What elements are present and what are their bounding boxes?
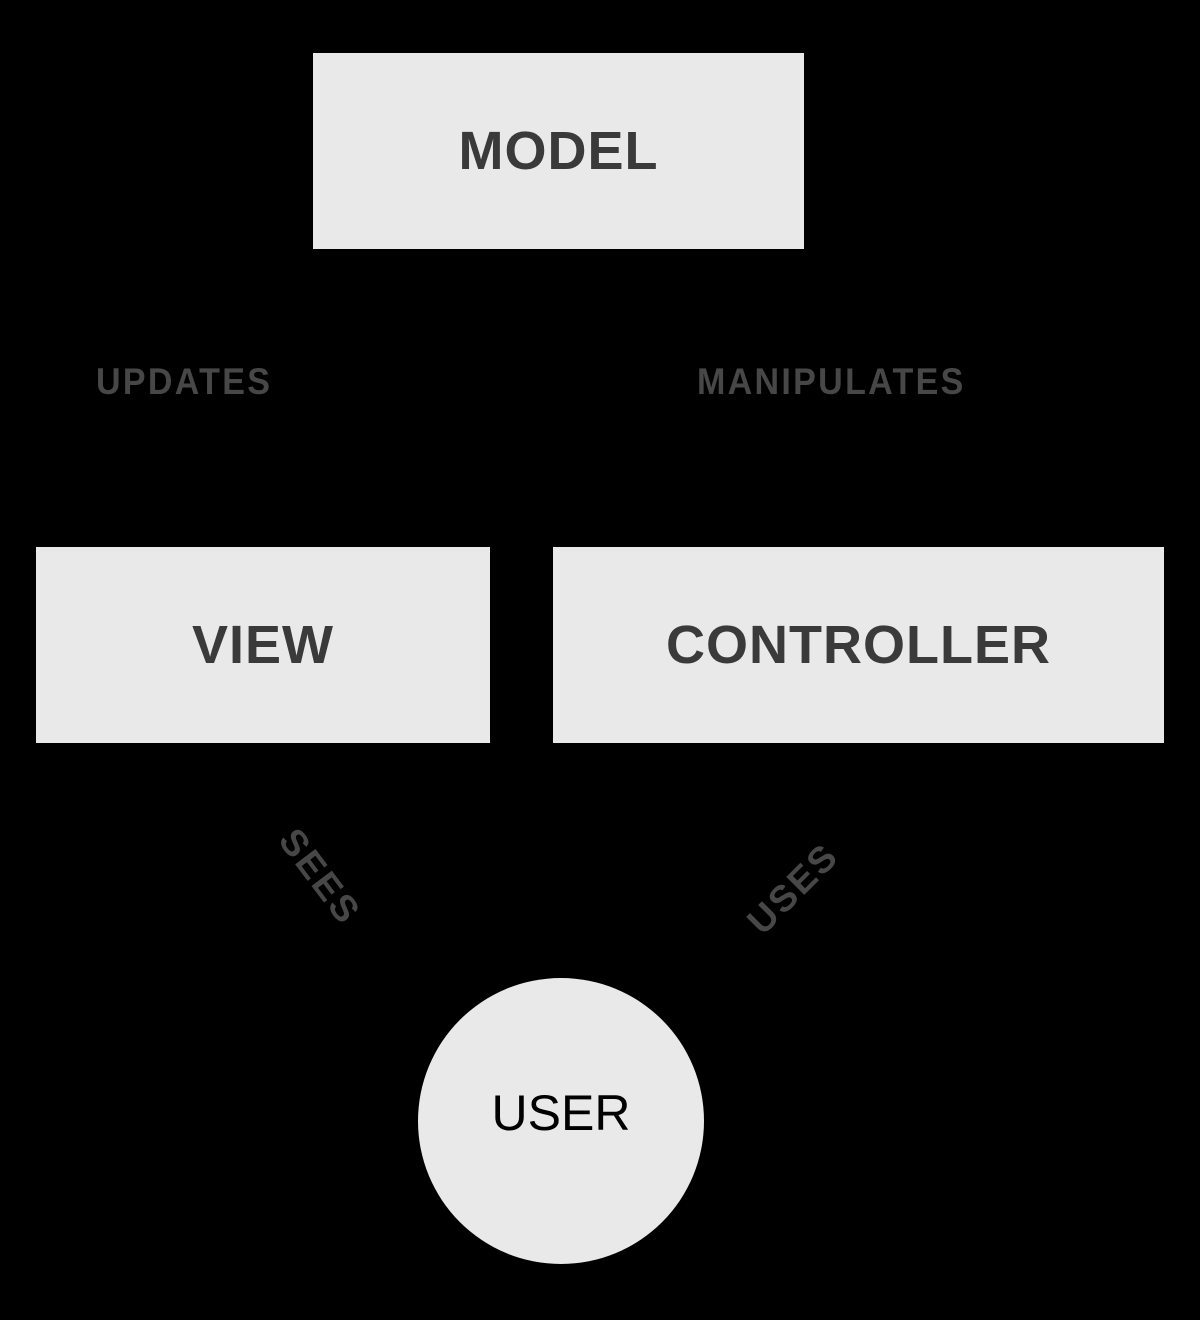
- edge-label-manipulates: MANIPULATES: [697, 361, 966, 402]
- node-controller[interactable]: CONTROLLER: [553, 547, 1164, 743]
- edge-label-sees: SEES: [270, 820, 370, 933]
- node-controller-label: CONTROLLER: [666, 615, 1051, 675]
- node-model-label: MODEL: [458, 121, 659, 181]
- edge-label-updates: UPDATES: [96, 361, 273, 402]
- node-user[interactable]: USER: [418, 978, 704, 1264]
- node-model[interactable]: MODEL: [313, 53, 804, 249]
- node-user-label: USER: [491, 1085, 631, 1141]
- node-view[interactable]: VIEW: [36, 547, 490, 743]
- edge-label-uses: USES: [739, 834, 847, 943]
- node-view-label: VIEW: [191, 615, 334, 675]
